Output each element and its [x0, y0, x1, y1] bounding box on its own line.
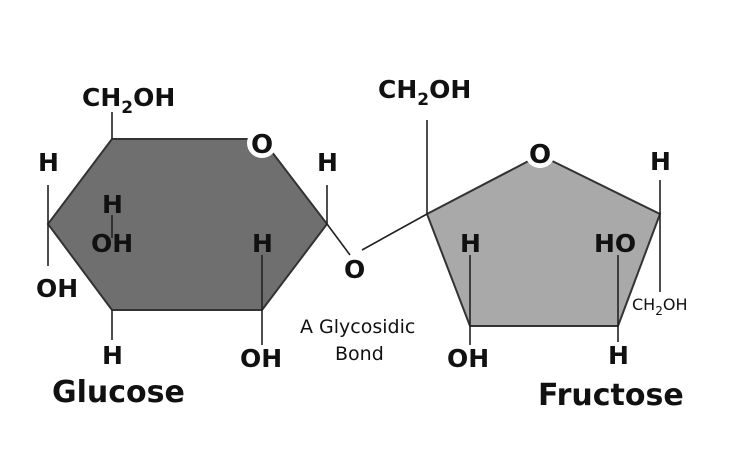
fructose-ho-inner: HO: [594, 229, 636, 258]
glycosidic-oxygen: O: [344, 255, 365, 284]
fructose-ring: [425, 153, 662, 327]
fructose-h-right: H: [650, 147, 671, 176]
glycosidic-label-line1: A Glycosidic: [300, 316, 415, 338]
glucose-h-left: H: [38, 148, 59, 177]
glucose-h-bottom: H: [102, 341, 123, 370]
glucose-h-right-inner: H: [252, 229, 273, 258]
glucose-oxygen-halo: [247, 128, 277, 158]
glucose-h-inner: H: [102, 190, 123, 219]
glucose-oh-bottom: OH: [240, 344, 282, 373]
fructose-oh-bottom: OH: [447, 344, 489, 373]
glucose-ch2oh-label: CH2OH: [82, 83, 175, 118]
glycosidic-bond-left: [326, 223, 351, 256]
glucose-ring: [46, 138, 329, 311]
glucose-ring-oxygen: O: [251, 130, 273, 160]
glycosidic-label-line2: Bond: [335, 343, 384, 365]
fructose-ring-oxygen: O: [529, 140, 551, 170]
glucose-oh-left: OH: [36, 274, 78, 303]
fructose-oxygen-halo: [525, 138, 555, 168]
glucose-name: Glucose: [52, 375, 185, 410]
fructose-name: Fructose: [538, 378, 684, 413]
glucose-h-top-right: H: [317, 148, 338, 177]
fructose-ch2oh-label: CH2OH: [378, 75, 471, 110]
fructose-ch2oh-small-label: CH2OH: [632, 295, 687, 318]
fructose-h-inner: H: [460, 229, 481, 258]
glucose-oh-inner: OH: [91, 229, 133, 258]
fructose-h-bottom: H: [608, 341, 629, 370]
glycosidic-bond-right: [361, 213, 428, 251]
